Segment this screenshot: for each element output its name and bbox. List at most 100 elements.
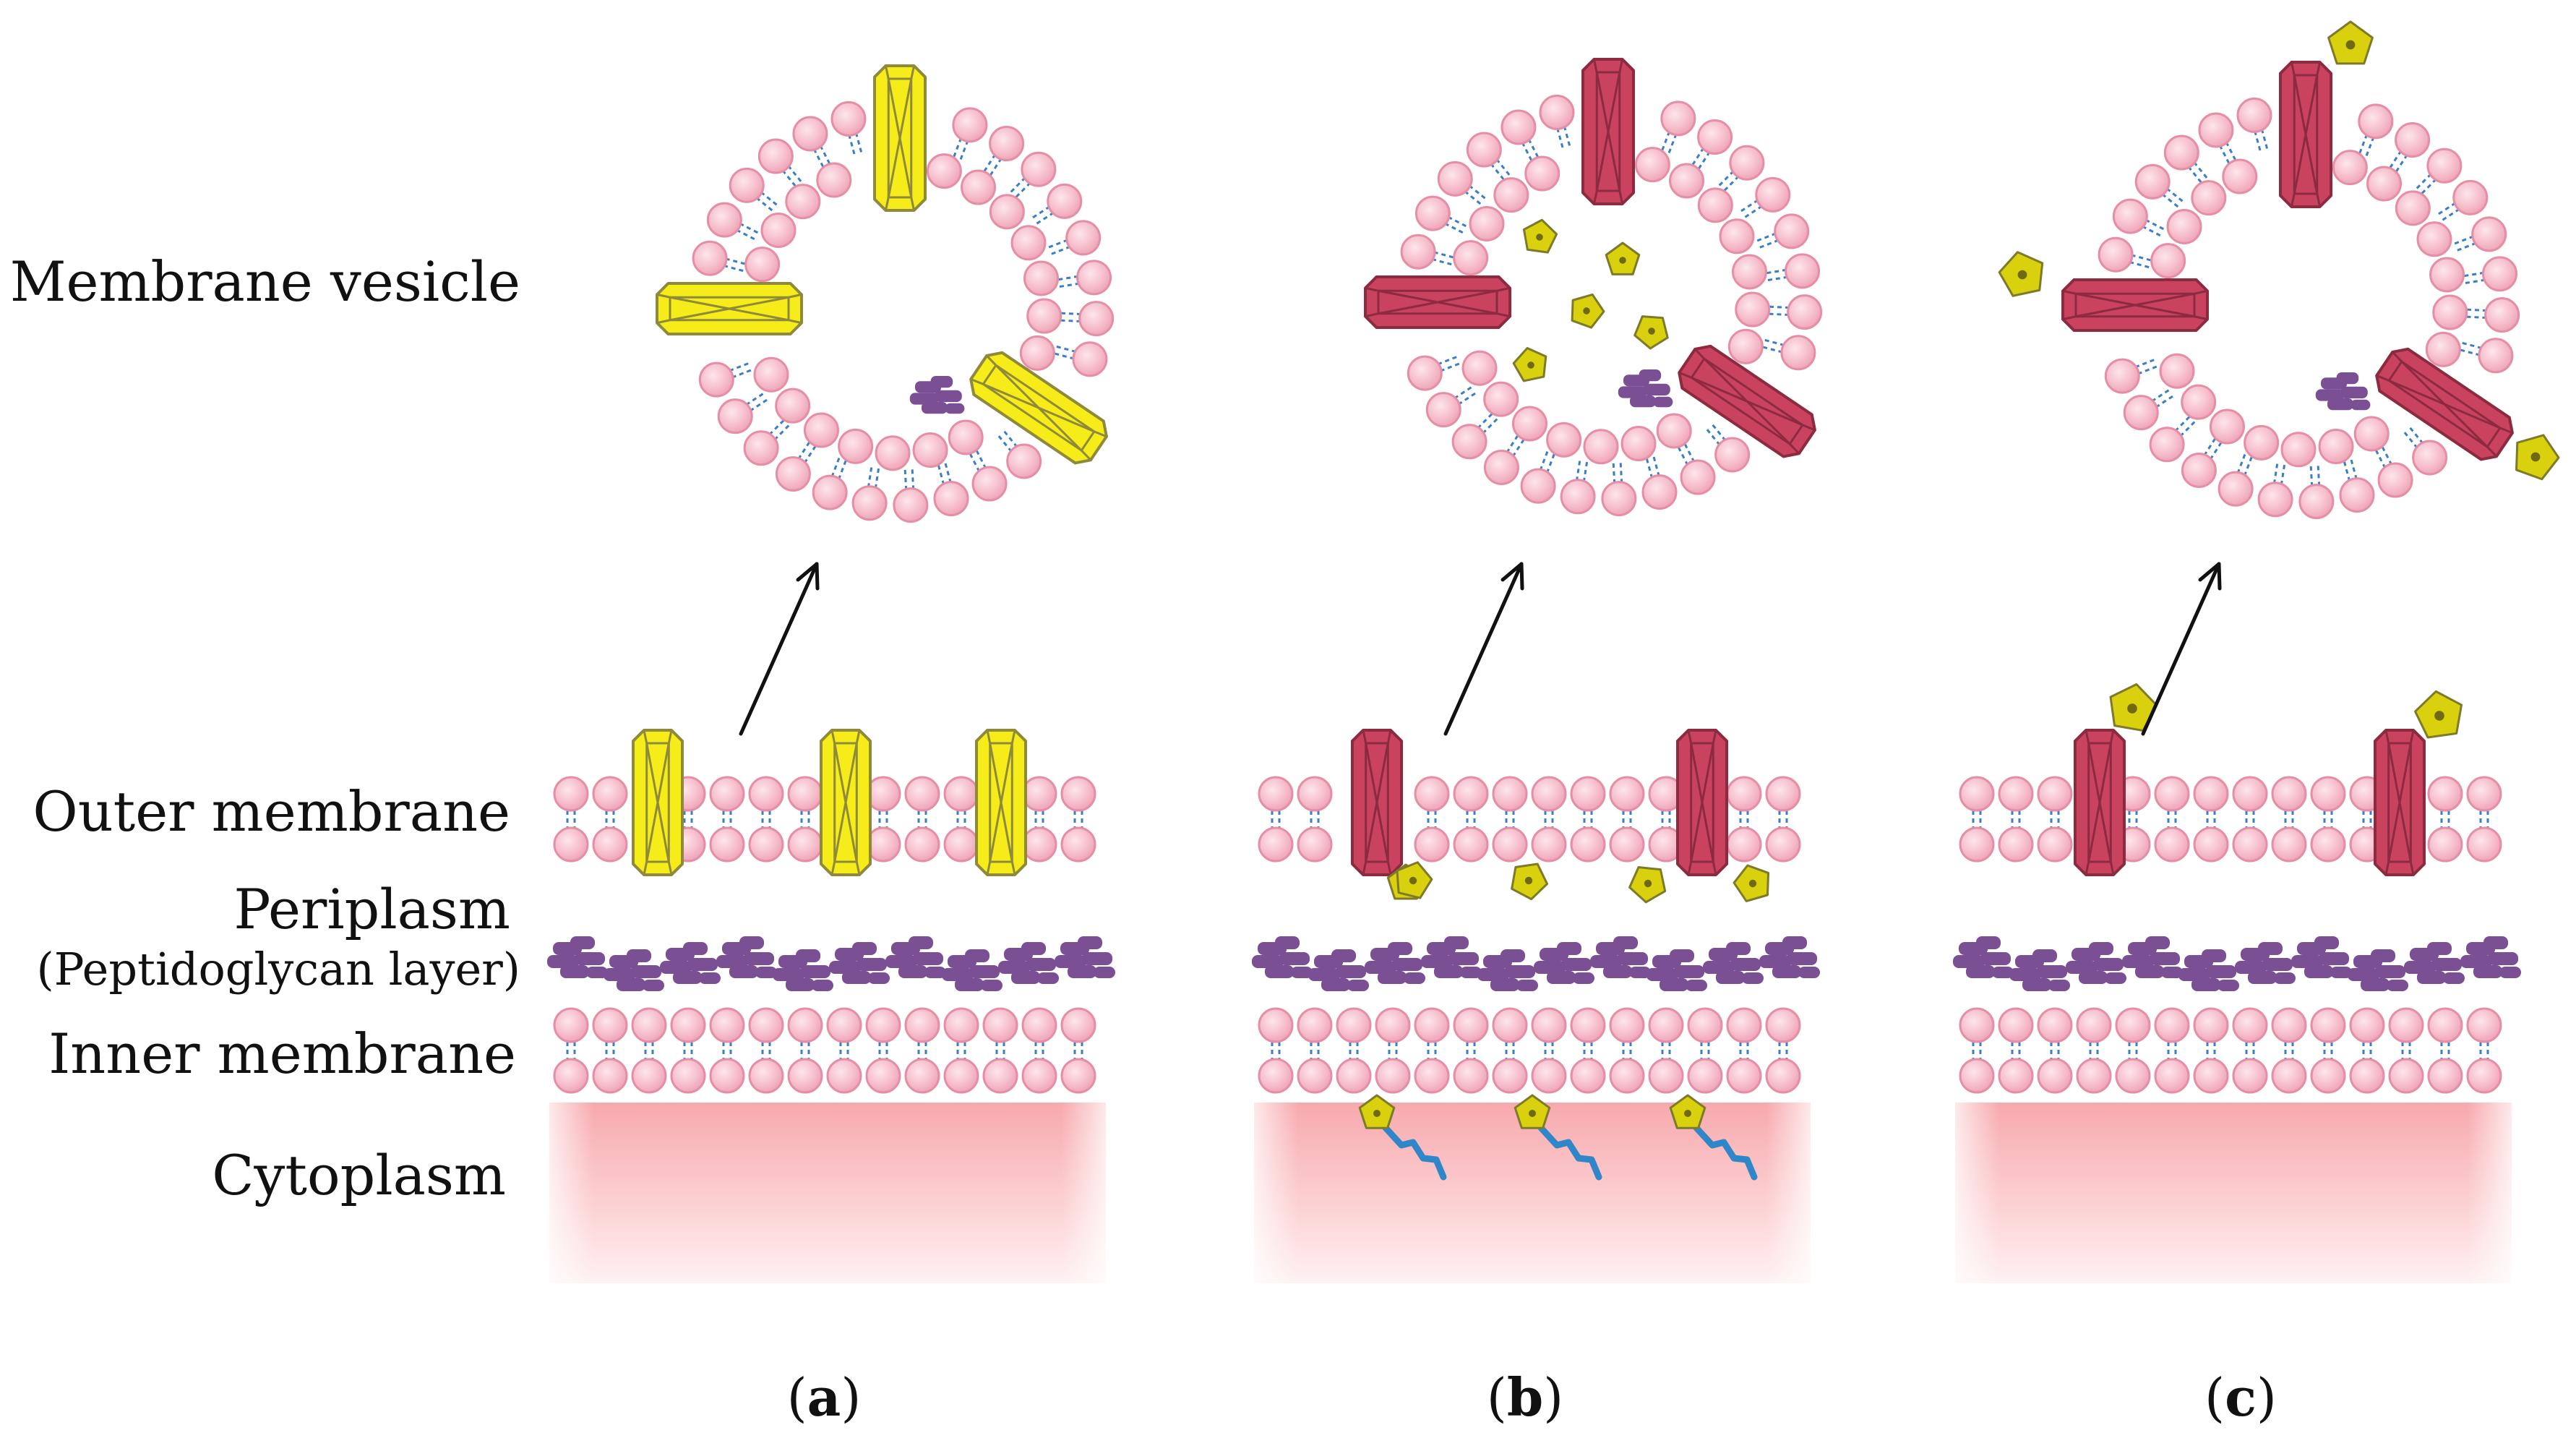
lipid-head bbox=[1785, 253, 1821, 289]
porin-edge bbox=[1386, 729, 1392, 744]
peptidoglycan-fragment bbox=[1082, 952, 1112, 965]
peptidoglycan-fragment bbox=[1573, 972, 1594, 984]
peptidoglycan-fragment bbox=[1021, 942, 1046, 955]
lipid-tail bbox=[2403, 432, 2418, 448]
lipid-head bbox=[1697, 187, 1733, 223]
lipid-head bbox=[1469, 205, 1505, 241]
peptidoglycan-fragment bbox=[1404, 972, 1425, 984]
lipid-head bbox=[1570, 1058, 1606, 1094]
lipid-head bbox=[670, 1007, 706, 1043]
lipid-head bbox=[2310, 1007, 2346, 1043]
lipid-head bbox=[893, 487, 929, 523]
lipid-tail bbox=[2188, 167, 2202, 184]
peptidoglycan-fragment bbox=[2089, 942, 2113, 955]
lipid-head bbox=[1060, 1007, 1096, 1043]
porin-edge bbox=[1694, 348, 1705, 360]
peptidoglycan-fragment bbox=[1078, 936, 1102, 949]
lipid-head bbox=[2037, 826, 2073, 863]
lipid-head bbox=[1297, 1007, 1333, 1043]
peptidoglycan-unit bbox=[2291, 936, 2352, 978]
lipid-head bbox=[2271, 776, 2307, 812]
peptidoglycan-fragment bbox=[643, 980, 664, 991]
lipid-tail bbox=[1691, 148, 1704, 166]
lipid-head bbox=[1531, 1007, 1567, 1043]
lipid-tail bbox=[2273, 463, 2279, 483]
lipid-tail bbox=[1697, 152, 1710, 170]
lipid-tail bbox=[2244, 456, 2253, 475]
membrane-vesicle-b bbox=[1400, 94, 1823, 517]
peptidoglycan-fragment bbox=[660, 961, 692, 974]
lipid-head bbox=[2154, 776, 2190, 812]
peptidoglycan-fragment bbox=[842, 971, 871, 984]
cargo-core bbox=[1536, 234, 1543, 241]
peptidoglycan-unit bbox=[1953, 936, 2014, 978]
inner-membrane-a bbox=[553, 1007, 1096, 1094]
peptidoglycan-fragment bbox=[716, 955, 748, 968]
lipid-head bbox=[912, 432, 948, 468]
peptidoglycan-fragment bbox=[1647, 968, 1678, 981]
lipid-tail bbox=[1054, 352, 1073, 360]
lipid-head bbox=[709, 826, 745, 863]
porin-edge bbox=[1496, 312, 1511, 318]
peptidoglycan-fragment bbox=[998, 961, 1030, 974]
peptidoglycan-fragment bbox=[2258, 942, 2283, 955]
lipid-tail bbox=[1766, 269, 1786, 275]
lipid-tail bbox=[1619, 463, 1623, 482]
lipid-chain bbox=[1382, 1124, 1447, 1181]
lipid-tail bbox=[769, 419, 785, 435]
porin-edge bbox=[830, 729, 836, 744]
lipid-head bbox=[1609, 776, 1645, 812]
lipid-tail bbox=[2136, 359, 2155, 368]
lipid-head bbox=[692, 240, 728, 276]
porin-strand bbox=[833, 742, 858, 863]
lipid-tail bbox=[2132, 254, 2152, 262]
porin-edge bbox=[2194, 315, 2208, 321]
panel-label-close: ) bbox=[1543, 1367, 1564, 1428]
panel-label-open: ( bbox=[2204, 1367, 2225, 1428]
porin-edge bbox=[1081, 449, 1092, 461]
lipid-head bbox=[787, 776, 823, 812]
porin-edge bbox=[1802, 424, 1816, 432]
cargo-core bbox=[1524, 876, 1533, 885]
porin-edge bbox=[788, 293, 802, 299]
lipid-head bbox=[1493, 177, 1529, 213]
porin-c bbox=[2374, 729, 2426, 876]
peptidoglycan-fragment bbox=[922, 402, 948, 414]
lipid-head bbox=[1407, 355, 1443, 391]
lipid-head bbox=[787, 1058, 823, 1094]
porin-strand bbox=[1690, 742, 1714, 863]
lipid-head bbox=[933, 481, 969, 517]
peptidoglycan-fragment bbox=[1460, 967, 1482, 978]
porin-a bbox=[820, 729, 872, 876]
lipid-tail bbox=[750, 398, 768, 411]
peptidoglycan-fragment bbox=[2274, 972, 2296, 984]
peptidoglycan-fragment bbox=[2079, 971, 2108, 984]
cargo-molecule bbox=[1358, 1094, 1396, 1129]
peptidoglycan-fragment bbox=[909, 393, 939, 405]
lipid-head bbox=[760, 212, 797, 248]
porin-edge bbox=[1386, 861, 1392, 876]
peptidoglycan-fragment bbox=[1068, 965, 1096, 978]
porin-edge bbox=[2062, 315, 2077, 321]
cargo-core bbox=[2434, 711, 2444, 721]
lipid-tail bbox=[2139, 365, 2158, 375]
lipid-head bbox=[631, 1007, 667, 1043]
porin-a bbox=[632, 729, 684, 876]
peptidoglycan-fragment bbox=[852, 942, 877, 955]
peptidoglycan-fragment bbox=[1336, 965, 1366, 978]
porin-edge bbox=[2499, 427, 2513, 435]
lipid-head bbox=[1026, 298, 1062, 334]
cargo-core bbox=[1373, 1110, 1381, 1117]
lipid-head bbox=[2181, 384, 2217, 420]
lipid-head bbox=[1466, 132, 1502, 168]
lipid-head bbox=[1531, 826, 1567, 863]
lipid-head bbox=[1531, 1058, 1567, 1094]
porin-edge bbox=[1362, 729, 1368, 744]
peptidoglycan-fragment bbox=[773, 968, 804, 981]
peptidoglycan-fragment bbox=[885, 955, 917, 968]
lipid-head bbox=[943, 776, 979, 812]
lipid-head bbox=[1959, 1058, 1995, 1094]
arrow-a bbox=[739, 562, 820, 736]
lipid-tail bbox=[1496, 159, 1511, 176]
peptidoglycan-fragment bbox=[1742, 972, 1764, 984]
